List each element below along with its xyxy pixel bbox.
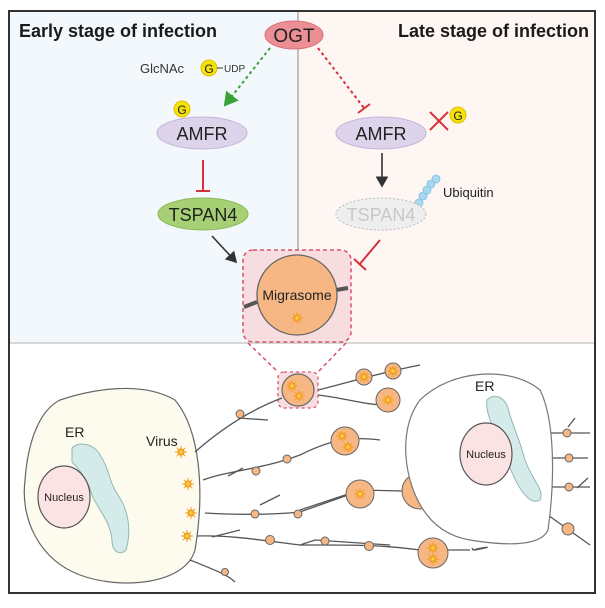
tspan4-early-node bbox=[157, 197, 249, 231]
amfr-late-node bbox=[335, 116, 427, 150]
zoom-connector bbox=[247, 342, 347, 373]
ogt-label: OGT bbox=[273, 26, 315, 47]
late-stage-title: Late stage of infection bbox=[398, 21, 589, 41]
tspan4-late-inhibition bbox=[358, 239, 381, 266]
ogt-to-amfr-inhibition bbox=[317, 47, 365, 109]
left-nucleus-label: Nucleus bbox=[44, 492, 84, 504]
left-er-icon bbox=[71, 443, 130, 554]
amfr-early-label: AMFR bbox=[177, 124, 228, 144]
migrasome-with-virus bbox=[375, 387, 401, 413]
udp-label: UDP bbox=[224, 64, 245, 75]
right-nucleus bbox=[459, 422, 513, 486]
migrasome-with-virus bbox=[330, 426, 360, 456]
glcnac-label: GlcNAc bbox=[140, 61, 185, 76]
virus-icon bbox=[174, 445, 188, 459]
virus-icon bbox=[184, 506, 198, 520]
virus-icon bbox=[181, 477, 195, 491]
ogt-to-amfr-activation-arrow bbox=[223, 47, 271, 107]
migrasome-with-virus bbox=[384, 362, 402, 380]
inhibition-bar bbox=[357, 103, 371, 114]
migrasome-fiber-right bbox=[335, 286, 349, 292]
amfr-late-label: AMFR bbox=[356, 124, 407, 144]
virus-icon bbox=[290, 311, 304, 325]
tspan4-late-node bbox=[335, 197, 427, 231]
ubiquitin-label: Ubiquitin bbox=[443, 185, 494, 200]
virus-icon bbox=[180, 529, 194, 543]
right-er-label: ER bbox=[475, 378, 494, 394]
no-glycosylation-cross-icon bbox=[429, 111, 449, 131]
tspan4-to-migrasome-arrow bbox=[211, 235, 238, 264]
early-stage-title: Early stage of infection bbox=[19, 21, 217, 41]
right-nucleus-label: Nucleus bbox=[466, 449, 506, 461]
amfr-late-g-text: G bbox=[453, 109, 462, 123]
tspan4-late-label: TSPAN4 bbox=[347, 205, 416, 225]
amfr-late-g-icon bbox=[449, 106, 467, 124]
amfr-early-node bbox=[156, 116, 248, 150]
outer-frame bbox=[8, 10, 596, 594]
migrasome-label: Migrasome bbox=[262, 287, 331, 303]
glcnac-g-text: G bbox=[204, 62, 213, 76]
left-nucleus bbox=[37, 465, 91, 529]
migrasome-fiber-left bbox=[243, 300, 258, 309]
amfr-g-text: G bbox=[177, 103, 186, 117]
migrasome-with-virus bbox=[355, 368, 373, 386]
amfr-g-icon bbox=[173, 100, 191, 118]
migrasome-node bbox=[256, 254, 338, 336]
ogt-node bbox=[264, 20, 324, 50]
tspan4-early-label: TSPAN4 bbox=[169, 205, 238, 225]
fiber-beads bbox=[221, 409, 575, 576]
migrasome-with-virus bbox=[345, 479, 375, 509]
virus-label: Virus bbox=[146, 433, 178, 449]
migrasome-with-virus bbox=[281, 373, 315, 407]
left-er-label: ER bbox=[65, 424, 84, 440]
migrasome-with-virus bbox=[417, 537, 449, 569]
inhibition-bar bbox=[353, 258, 367, 271]
